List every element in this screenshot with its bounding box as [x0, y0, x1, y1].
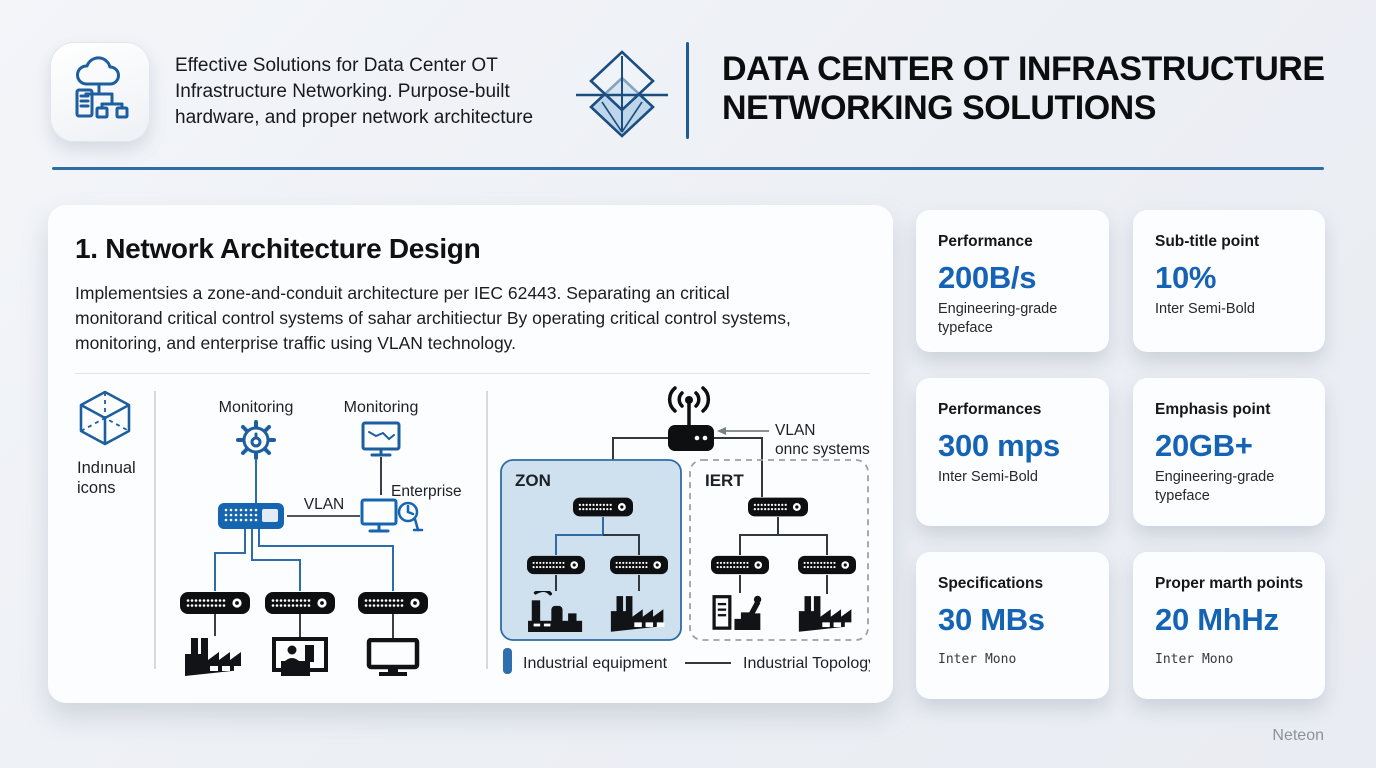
stat-card-emphasis-point: Emphasis point 20GB+ Engineering-grade t… [1133, 378, 1325, 526]
page-title-line1: DATA CENTER OT INFRASTRUCTURE [722, 50, 1325, 88]
core-switch-icon [218, 503, 284, 529]
factory-icon [185, 638, 242, 676]
stat-card-performance: Performance 200B/s Engineering-grade typ… [916, 210, 1109, 352]
network-architecture-card: 1. Network Architecture Design Implement… [48, 205, 893, 703]
stat-title: Performances [938, 401, 1042, 418]
zone-a-branch-right [603, 534, 640, 555]
zone-a-branch-left [555, 517, 604, 555]
zone-b-box [689, 459, 869, 641]
cloud-server-icon [75, 56, 129, 119]
stat-sub: Inter Mono [938, 652, 1017, 668]
page-title: DATA CENTER OT INFRASTRUCTURE NETWORKING… [722, 50, 1342, 129]
stat-value: 300 mps [938, 428, 1060, 464]
stat-card-subtitle-point: Sub-title point 10% Inter Semi-Bold [1133, 210, 1325, 352]
gear-icon [236, 420, 276, 460]
header-divider [686, 42, 689, 139]
device-links [214, 614, 394, 638]
access-switch-3-icon [358, 592, 428, 614]
icons-label-line1: Indınual [77, 459, 136, 477]
workstation-icon [272, 637, 328, 677]
industrial-robot-icon [712, 594, 763, 630]
monitoring-right-label: Monitoring [344, 399, 419, 416]
stat-title: Emphasis point [1155, 401, 1271, 418]
section-divider [75, 373, 870, 374]
wireless-router-icon [667, 386, 714, 451]
stat-card-performances: Performances 300 mps Inter Semi-Bold [916, 378, 1109, 526]
section-heading: 1. Network Architecture Design [75, 233, 481, 264]
header-rule [52, 167, 1324, 170]
access-switch-1-icon [180, 592, 250, 614]
stat-value: 30 MBs [938, 602, 1045, 638]
monitoring-left-label: Monitoring [219, 399, 294, 416]
stat-value: 20 MhHz [1155, 602, 1279, 638]
legend-topology-label: Industrial Topology [743, 655, 870, 672]
zone-b-label: IERT [705, 471, 744, 490]
zone-b-branch-right [778, 534, 828, 555]
stat-value: 10% [1155, 260, 1217, 296]
stat-sub: Engineering-grade typeface [1155, 469, 1275, 504]
stat-value: 200B/s [938, 260, 1037, 296]
stat-sub: Engineering-grade typeface [938, 301, 1058, 336]
legend-equipment-marker-icon [503, 648, 512, 674]
chart-monitor-icon [361, 421, 401, 457]
router-note-line2: onnc systems [775, 441, 870, 458]
access-switch-2-icon [265, 592, 335, 614]
stat-sub: Inter Semi-Bold [1155, 301, 1255, 318]
core-branch-lines [214, 529, 394, 591]
stat-value: 20GB+ [1155, 428, 1253, 464]
zone-b-factory-icon [798, 596, 853, 632]
brand-name: Neteon [1272, 727, 1324, 744]
enterprise-monitor-icon [360, 498, 398, 533]
stat-title: Performance [938, 233, 1033, 250]
cube-icon [79, 390, 131, 446]
legend-equipment-label: Industrial equipment [523, 655, 668, 672]
zone-a-switch-2-icon [610, 555, 668, 575]
brand-diamond-logo [576, 50, 668, 138]
monitor-icon [369, 640, 417, 676]
icons-label-line2: icons [77, 479, 116, 497]
zone-b-branch-left [739, 517, 779, 555]
stat-sub: Inter Semi-Bold [938, 469, 1038, 486]
page-title-line2: NETWORKING SOLUTIONS [722, 89, 1156, 128]
stats-grid: Performance 200B/s Engineering-grade typ… [916, 210, 1325, 699]
stat-card-specifications: Specifications 30 MBs Inter Mono [916, 552, 1109, 699]
stat-title: Sub-title point [1155, 233, 1260, 250]
router-note-arrowhead [717, 427, 726, 435]
zone-a-label: ZON [515, 471, 551, 490]
vlan-label: VLAN [304, 496, 345, 513]
zone-b-top-switch-icon [748, 497, 808, 517]
zone-b-switch-2-icon [798, 555, 856, 575]
router-note-line1: VLAN [775, 422, 816, 439]
zone-a-box [500, 459, 682, 641]
cloud-network-icon-tile [50, 42, 150, 142]
zone-b-switch-1-icon [711, 555, 769, 575]
enterprise-label: Enterprise [391, 483, 462, 500]
zone-a-switch-1-icon [527, 555, 585, 575]
stat-title: Specifications [938, 575, 1044, 592]
section-body: Implementsies a zone-and-conduit archite… [75, 283, 791, 354]
stat-card-proper-math-points: Proper marth points 20 MhHz Inter Mono [1133, 552, 1325, 699]
zone-a-top-switch-icon [573, 497, 633, 517]
camera-icon [397, 501, 424, 532]
stat-title: Proper marth points [1155, 575, 1304, 592]
network-topology-diagram: Indınual icons Monitoring Monitoring [77, 386, 870, 677]
stat-sub: Inter Mono [1155, 652, 1234, 668]
header-tagline: Effective Solutions for Data Center OT I… [175, 55, 534, 129]
